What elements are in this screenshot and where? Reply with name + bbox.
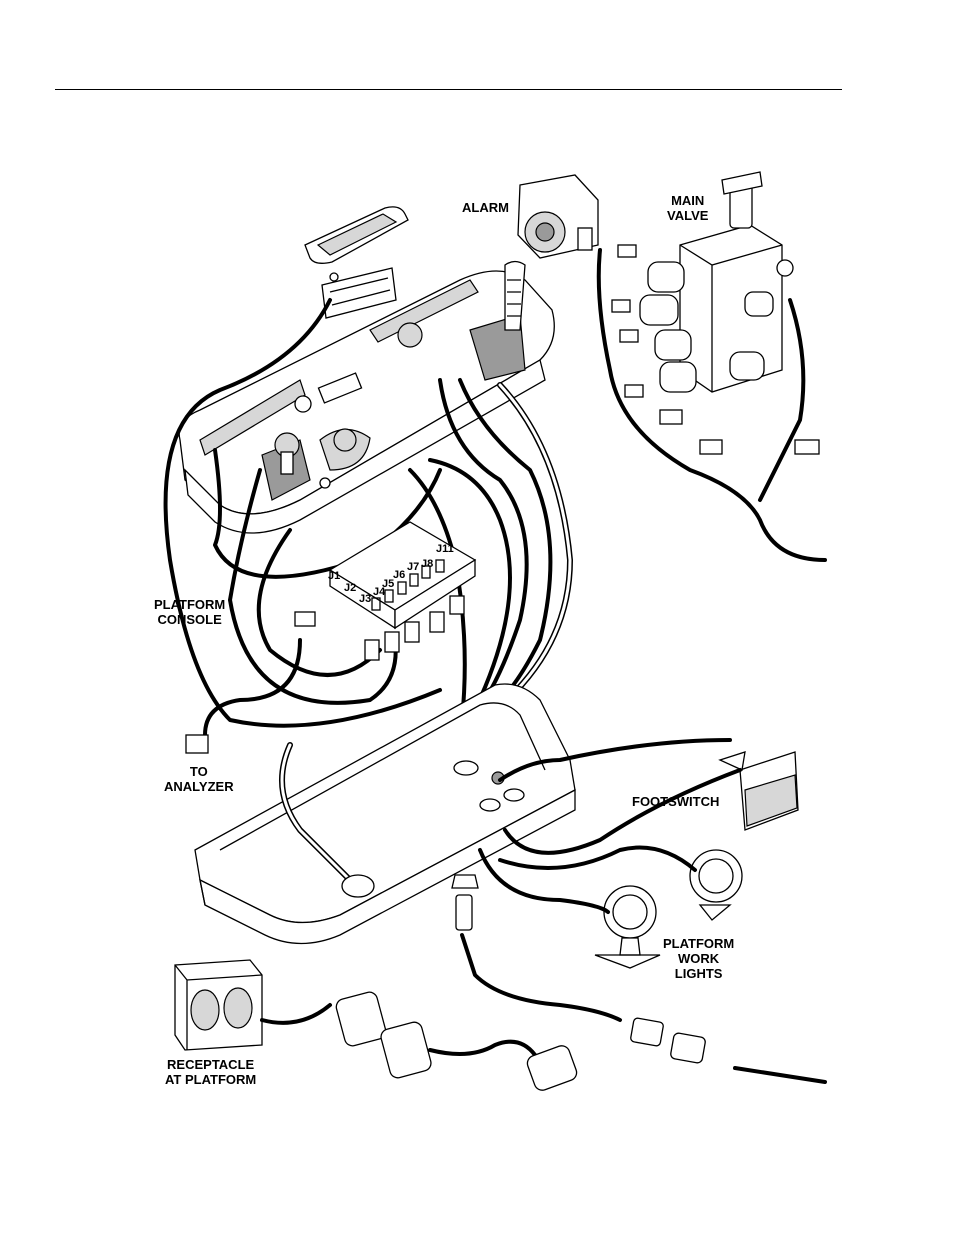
connector-j2: J2 <box>344 582 357 594</box>
board-connector-plugs <box>294 595 465 661</box>
valve-solenoids <box>639 261 774 393</box>
work-lights <box>478 845 743 969</box>
main-valve-block <box>679 171 794 393</box>
joystick-left <box>261 432 311 501</box>
connector-j7: J7 <box>407 561 420 573</box>
footswitch-device <box>498 738 799 855</box>
display-panel <box>304 206 409 264</box>
label-receptacle-line-1: RECEPTACLE <box>167 1057 255 1072</box>
label-main-valve-line-1: MAIN <box>671 193 705 208</box>
alarm-device <box>517 174 599 259</box>
label-receptacle-line-2: AT PLATFORM <box>165 1072 257 1087</box>
label-work-lights-line-2: WORK <box>678 951 720 966</box>
circuit-board <box>328 521 477 630</box>
label-to-analyzer: TO ANALYZER <box>164 764 234 794</box>
connector-j11: J11 <box>436 543 454 555</box>
connector-j4: J4 <box>373 586 386 598</box>
label-platform-console: PLATFORM CONSOLE <box>154 597 225 627</box>
analyzer-wire <box>185 734 375 898</box>
label-work-lights-line-1: PLATFORM <box>663 936 735 951</box>
label-alarm: ALARM <box>462 200 509 215</box>
label-to-analyzer-line-2: ANALYZER <box>164 779 234 794</box>
receptacle-box <box>174 959 263 1051</box>
connector-j6: J6 <box>393 569 406 581</box>
valve-connectors <box>611 244 820 455</box>
label-platform-console-line-1: PLATFORM <box>154 597 226 612</box>
joystick-right <box>469 260 526 381</box>
connector-j8: J8 <box>421 558 434 570</box>
label-receptacle: RECEPTACLE AT PLATFORM <box>165 1057 256 1087</box>
rotary-knobs <box>294 322 423 489</box>
extension-cord <box>260 874 827 1091</box>
label-footswitch: FOOTSWITCH <box>632 794 720 809</box>
platform-tray <box>194 683 576 945</box>
label-main-valve: MAIN VALVE <box>667 193 708 223</box>
connector-j5: J5 <box>382 578 395 590</box>
platform-console-housing <box>178 270 555 534</box>
label-platform-work-lights: PLATFORM WORK LIGHTS <box>663 936 734 981</box>
label-platform-console-line-2: CONSOLE <box>157 612 222 627</box>
indicator-strip <box>321 267 397 319</box>
alarm-wire <box>487 382 574 718</box>
connector-j3: J3 <box>359 593 372 605</box>
label-work-lights-line-3: LIGHTS <box>674 966 723 981</box>
label-to-analyzer-line-1: TO <box>189 764 208 779</box>
connector-j1: J1 <box>328 570 341 582</box>
header-rule <box>55 89 842 90</box>
label-main-valve-line-2: VALVE <box>667 208 709 223</box>
